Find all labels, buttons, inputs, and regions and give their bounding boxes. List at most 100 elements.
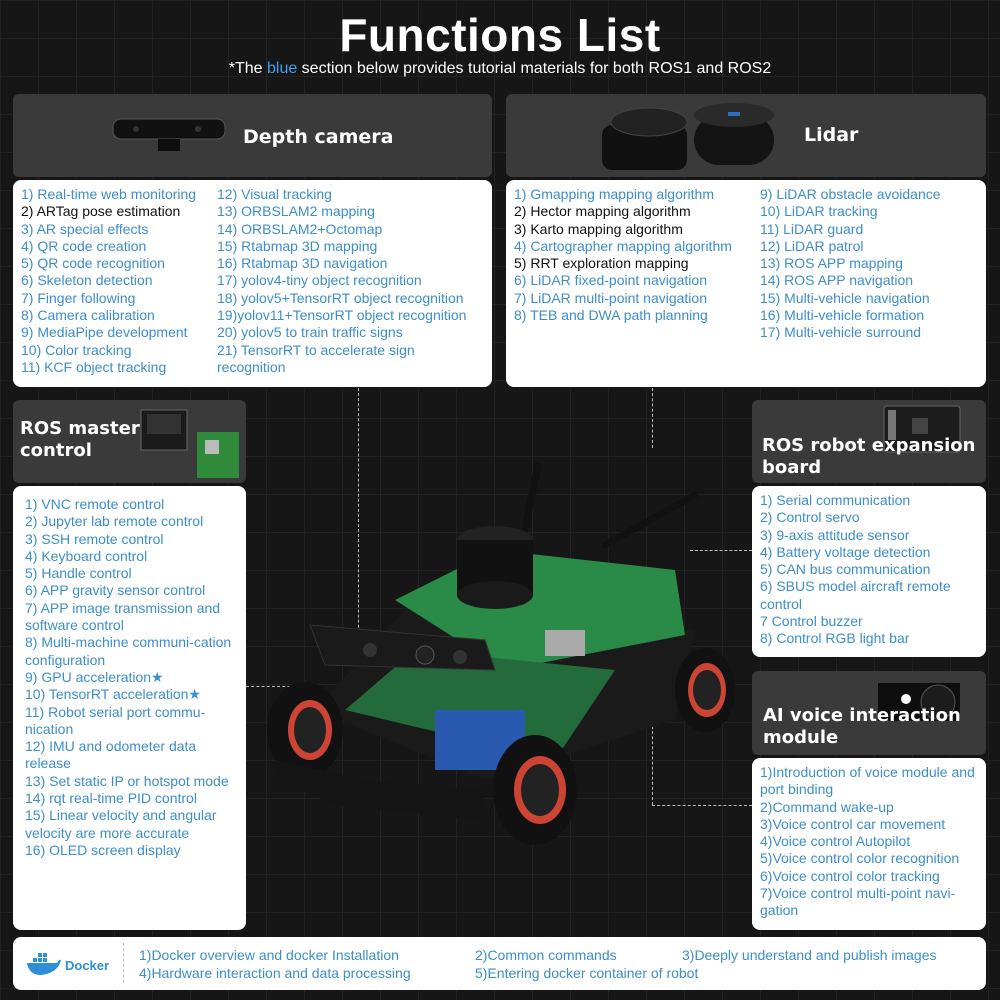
feature-item: 1) Gmapping mapping algorithm [514, 186, 714, 202]
feature-item: 16) Rtabmap 3D navigation [217, 255, 388, 272]
feature-item: 7) LiDAR multi-point navigation [514, 289, 707, 306]
connector-line [246, 686, 306, 687]
docker-item: 2)Common commands [475, 947, 617, 963]
feature-item: 10) TensorRT acceleration★ [25, 686, 201, 703]
feature-item: 1) VNC remote control [25, 496, 165, 512]
feature-item: 8) Control RGB light bar [760, 630, 910, 647]
feature-item: 21) TensorRT to accelerate sign recognit… [217, 341, 415, 375]
feature-item: 9) LiDAR obstacle avoidance [760, 186, 941, 202]
feature-item: 6) APP gravity sensor control [25, 582, 206, 599]
feature-item: 8) TEB and DWA path planning [514, 307, 708, 324]
feature-item: 7)Voice control multi-point navi-gation [760, 885, 956, 919]
feature-item: 3) Karto mapping algorithm [514, 220, 683, 237]
feature-item: 5) Handle control [25, 565, 132, 582]
feature-item: 1)Introduction of voice module and port … [760, 764, 975, 798]
feature-item: 3)Voice control car movement [760, 815, 946, 832]
feature-item: 19)yolov11+TensorRT object recognition [217, 307, 467, 324]
ros-master-title: ROS master control [20, 418, 140, 461]
feature-item: 1) Real-time web monitoring [21, 186, 197, 202]
page-subtitle: *The blue section below provides tutoria… [0, 60, 1000, 78]
feature-item: 13) ROS APP mapping [760, 255, 903, 272]
docker-whale-icon [27, 953, 61, 975]
feature-item: 10) Color tracking [21, 341, 132, 358]
feature-item: 15) Rtabmap 3D mapping [217, 237, 378, 254]
feature-item: 13) ORBSLAM2 mapping [217, 203, 375, 220]
subtitle-highlight: blue [266, 60, 298, 77]
feature-item: 6)Voice control color tracking [760, 867, 940, 884]
depth-camera-image [112, 118, 226, 151]
wheel-icon [493, 735, 577, 845]
feature-item: 4) Keyboard control [25, 547, 148, 564]
robot-car-image [267, 461, 735, 845]
feature-item: 14) ROS APP navigation [760, 272, 914, 289]
feature-item: 7 Control buzzer [760, 613, 863, 630]
feature-item: 4) Battery voltage detection [760, 543, 931, 560]
docker-label: Docker [65, 958, 110, 973]
feature-item: 2) Hector mapping algorithm [514, 203, 691, 220]
wheel-icon [267, 682, 343, 778]
feature-item: 18) yolov5+TensorRT object recognition [217, 289, 464, 306]
feature-item: 5) CAN bus communication [760, 561, 931, 578]
feature-item: 9) MediaPipe development [21, 324, 188, 341]
feature-item: 12) LiDAR patrol [760, 237, 864, 254]
feature-item: 3) SSH remote control [25, 530, 164, 547]
feature-item: 17) yolov4-tiny object recognition [217, 272, 422, 289]
ai-voice-title: AI voice interaction module [763, 705, 961, 748]
feature-item: 3) AR special effects [21, 220, 149, 237]
wheel-icon [675, 648, 735, 732]
feature-item: 1) Serial communication [760, 492, 911, 508]
master-board-image [140, 409, 239, 478]
connector-line [358, 388, 359, 678]
connector-line [652, 805, 752, 806]
voice-module-image [878, 683, 960, 721]
feature-item: 5) QR code recognition [21, 255, 165, 272]
feature-item: 16) Multi-vehicle formation [760, 307, 925, 324]
lidar-title: Lidar [804, 124, 859, 146]
feature-item: 15) Multi-vehicle navigation [760, 289, 930, 306]
feature-item: 6) SBUS model aircraft remote control [760, 578, 951, 612]
ai-voice-card: 1)Introduction of voice module and port … [752, 758, 986, 930]
subtitle-text-rest: section below provides tutorial material… [297, 60, 772, 77]
docker-item: 4)Hardware interaction and data processi… [139, 965, 411, 981]
feature-item: 16) OLED screen display [25, 841, 181, 858]
feature-item: 12) Visual tracking [217, 186, 332, 202]
docker-item: 3)Deeply understand and publish images [682, 947, 937, 963]
feature-item: 11) LiDAR guard [760, 220, 864, 237]
subtitle-text: *The [228, 60, 267, 77]
ai-voice-header: AI voice interaction module [752, 671, 986, 755]
feature-item: 11) Robot serial port commu-nication [25, 703, 206, 737]
docker-bar: Docker 1)Docker overview and docker Inst… [13, 937, 986, 990]
feature-item: 7) APP image transmission and software c… [25, 599, 221, 634]
feature-item: 12) IMU and odometer data release [25, 738, 197, 772]
depth-camera-header: Depth camera [13, 94, 492, 177]
feature-item: 5)Voice control color recognition [760, 850, 960, 867]
feature-item: 3) 9-axis attitude sensor [760, 526, 910, 543]
feature-item: 4)Voice control Autopilot [760, 833, 911, 850]
divider [123, 943, 124, 983]
depth-camera-title: Depth camera [243, 126, 394, 148]
feature-column: 1)Introduction of voice module and port … [760, 764, 978, 920]
feature-item: 14) rqt real-time PID control [25, 790, 197, 807]
feature-item: 8) Multi-machine communi-cation configur… [25, 634, 232, 668]
expansion-board-header: ROS robot expansion board [752, 400, 986, 483]
feature-item: 6) Skeleton detection [21, 272, 153, 289]
page-title: Functions List [339, 9, 661, 61]
feature-item: 20) yolov5 to train traffic signs [217, 324, 403, 341]
feature-item: 17) Multi-vehicle surround [760, 324, 922, 341]
docker-item: 1)Docker overview and docker Installatio… [139, 947, 399, 963]
lidar-image [602, 103, 774, 170]
feature-item: 2) Jupyter lab remote control [25, 513, 204, 530]
feature-item: 9) GPU acceleration★ [25, 668, 164, 685]
feature-item: 7) Finger following [21, 289, 136, 306]
feature-item: 13) Set static IP or hotspot mode [25, 772, 229, 789]
feature-item: 11) KCF object tracking [21, 358, 167, 375]
feature-item: 2) Control servo [760, 509, 860, 526]
